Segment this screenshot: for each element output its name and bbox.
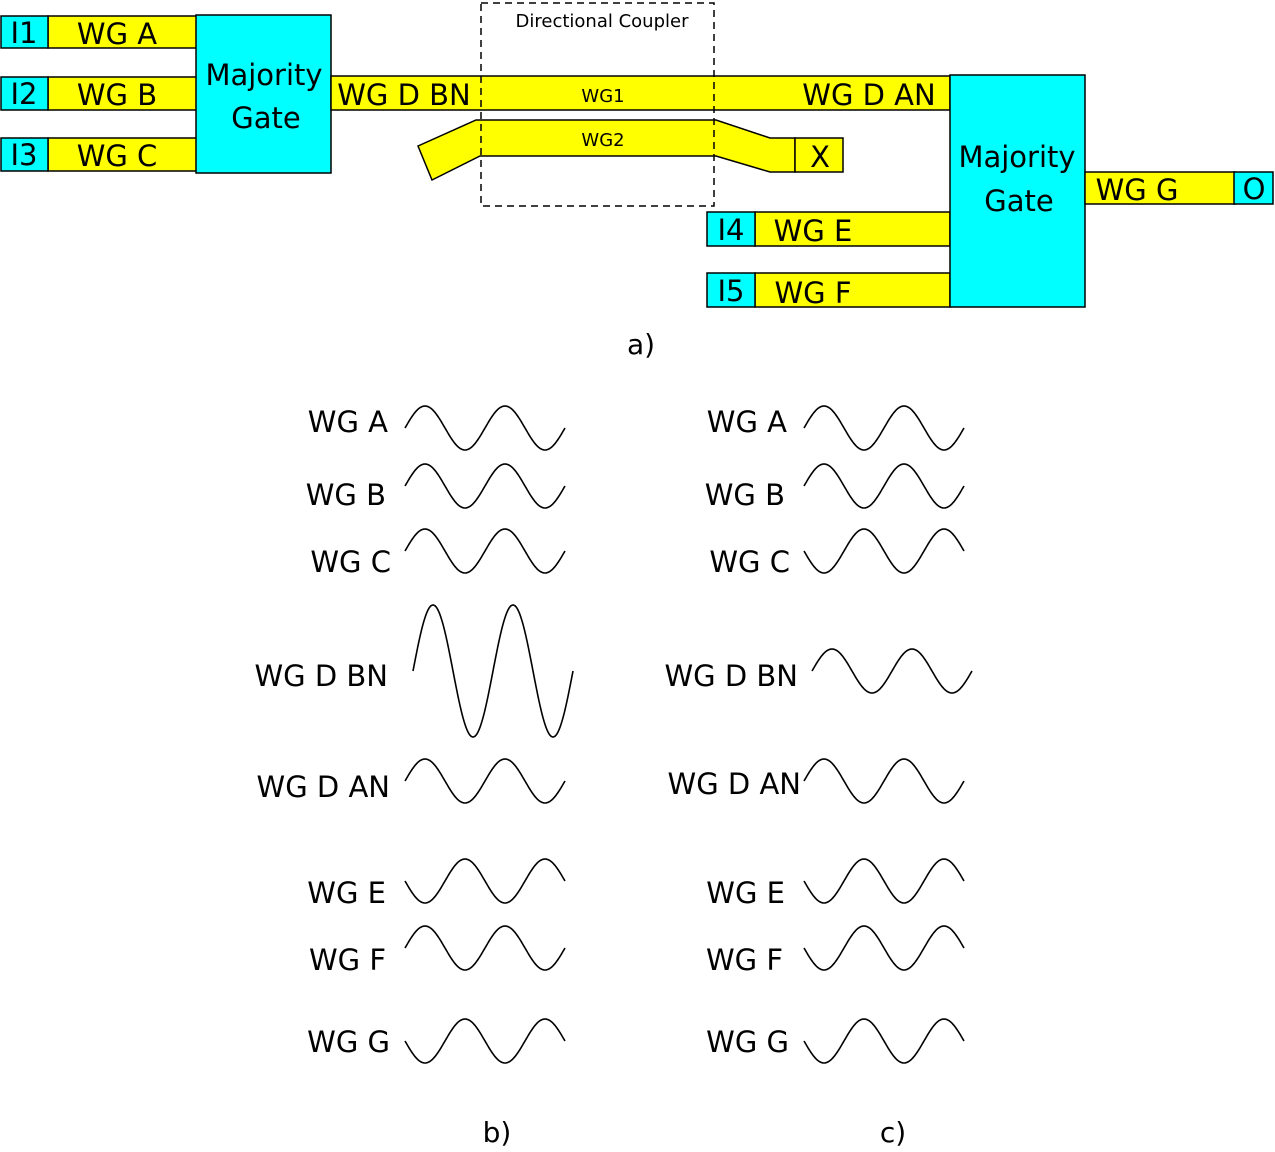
panel-c-label-7: WG G (706, 1025, 789, 1059)
port-o-label: O (1243, 172, 1266, 206)
port-i2 (0, 76, 49, 111)
port-o (1233, 171, 1274, 205)
waveguide-f-label: WG F (774, 276, 851, 310)
panel-b-label-3: WG D BN (254, 659, 388, 693)
majority-gate-1 (195, 14, 332, 174)
caption-c: c) (880, 1116, 906, 1149)
panel-b-wave-4 (404, 758, 566, 804)
panel-c-wave-3 (811, 648, 973, 694)
waveguide-d (330, 75, 951, 111)
panel-b-wave-1 (404, 463, 566, 509)
panel-c-label-6: WG F (706, 943, 783, 977)
panel-c-wave-7 (803, 1018, 965, 1064)
waveguide-c (47, 137, 199, 172)
panel-b-wave-5 (404, 858, 566, 904)
panel-b-label-2: WG C (310, 545, 391, 579)
waveguide-e-label: WG E (774, 214, 853, 248)
panel-b-label-7: WG G (307, 1025, 390, 1059)
panel-b-wave-6 (404, 925, 566, 971)
panel-b-label-1: WG B (306, 478, 386, 512)
panel-c-label-0: WG A (707, 405, 787, 439)
panel-b-wave-7 (404, 1018, 566, 1064)
port-i5 (706, 272, 756, 308)
port-i4-label: I4 (717, 213, 744, 247)
panel-c-label-1: WG B (705, 478, 785, 512)
panel-c-wave-2 (803, 528, 965, 574)
panel-b-label-6: WG F (309, 943, 386, 977)
panel-c-label-2: WG C (709, 545, 790, 579)
panel-b-wave-0 (404, 405, 566, 451)
panel-c-wave-0 (803, 405, 965, 451)
waveguide-d-an-label: WG D AN (802, 78, 935, 112)
caption-a: a) (627, 328, 655, 361)
port-i2-label: I2 (10, 77, 37, 111)
port-i3 (0, 137, 49, 172)
panel-c-label-4: WG D AN (668, 767, 801, 801)
majority-gate-2 (949, 74, 1086, 308)
panel-b-waves: WG A WG B WG C WG D BN WG D AN WG E WG F… (254, 405, 574, 1149)
port-x (794, 137, 844, 173)
waveguide-c-label: WG C (77, 139, 158, 173)
panel-c-wave-5 (803, 858, 965, 904)
port-x-label: X (810, 140, 830, 174)
panel-b-label-4: WG D AN (257, 770, 390, 804)
port-i5-label: I5 (717, 274, 744, 308)
panel-b-label-5: WG E (307, 876, 386, 910)
panel-b-wave-3 (412, 604, 574, 738)
waveguide-g-label: WG G (1096, 173, 1179, 207)
coupler-wg2-label: WG2 (581, 130, 624, 151)
waveguide-g (1084, 171, 1236, 205)
directional-coupler-title: Directional Coupler (516, 11, 690, 32)
port-i1-label: I1 (10, 16, 37, 50)
majority-gate-2-line1: Majority (958, 140, 1075, 174)
waveguide-d-bn-label: WG D BN (337, 78, 471, 112)
panel-b-label-0: WG A (308, 405, 388, 439)
waveguide-b (47, 76, 199, 111)
panel-c-wave-6 (803, 925, 965, 971)
panel-c-wave-4 (803, 758, 965, 804)
panel-b-wave-2 (404, 528, 566, 574)
waveguide-a-label: WG A (77, 17, 157, 51)
waveguide-b-label: WG B (77, 78, 157, 112)
caption-b: b) (483, 1116, 512, 1149)
port-i3-label: I3 (10, 138, 37, 172)
majority-gate-1-line2: Gate (231, 101, 300, 135)
coupler-wg1-label: WG1 (581, 86, 624, 107)
port-i4 (706, 211, 756, 247)
majority-gate-1-line1: Majority (205, 58, 322, 92)
panel-c-label-3: WG D BN (664, 659, 798, 693)
majority-gate-2-line2: Gate (984, 184, 1053, 218)
port-i1 (0, 15, 49, 49)
panel-c-waves: WG A WG B WG C WG D BN WG D AN WG E WG F… (664, 405, 973, 1149)
directional-coupler-box (480, 2, 715, 207)
panel-c-label-5: WG E (706, 876, 785, 910)
circuit-panel: I1 I2 I3 WG A WG B WG C Majority Gate WG… (0, 2, 1274, 361)
panel-c-wave-1 (803, 463, 965, 509)
